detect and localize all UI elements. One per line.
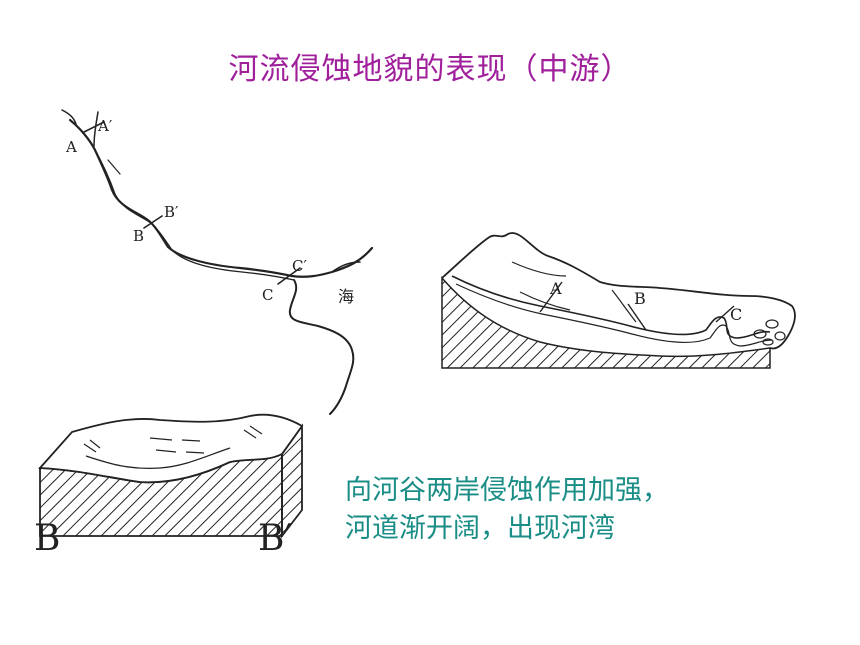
section-line-a [83,121,105,133]
delta-islet-3 [774,331,786,341]
coastline [288,279,355,415]
map-label-c: C [262,286,273,304]
map-label-sea: 海 [338,287,354,306]
section-top-surface [38,413,304,484]
delta-islet-2 [765,319,779,329]
relief-label-b: B [634,289,646,308]
page-title: 河流侵蚀地貌的表现（中游） [228,52,632,87]
section-label-b: B [34,518,60,559]
relief-outline [441,232,796,350]
relief-river [451,275,771,339]
coastline-upper [331,261,361,273]
relief-label-a: A [549,279,562,298]
relief-ridge-2 [519,291,571,311]
relief-section-a [539,281,563,313]
map-label-a-prime: A′ [97,117,113,135]
delta-islet-1 [753,329,767,339]
map-label-b-prime: B′ [164,203,179,221]
section-hill-marks [83,425,263,453]
section-valley-floor [85,447,231,470]
cross-section-block [38,413,304,539]
caption-line-1: 向河谷两岸侵蚀作用加强， [345,475,669,506]
map-label-c-prime: C′ [292,257,307,275]
caption-line-2: 河道渐开阔，出现河湾 [345,513,615,544]
relief-label-c: C [730,305,742,324]
relief-section-b [627,303,647,331]
river-upper-channel [68,118,374,278]
relief-ridge-3 [611,289,637,323]
river-upper-bank [94,149,295,281]
section-label-b-prime: B′ [258,518,293,559]
relief-ridge-1 [511,261,567,277]
relief-river-bank [455,283,773,347]
map-label-a: A [65,138,77,156]
river-map [61,109,374,415]
relief-section-c [715,305,735,323]
river-tributary-2 [93,111,99,147]
section-line-b [143,215,163,229]
relief-block [441,232,796,369]
caption: 向河谷两岸侵蚀作用加强， 河道渐开阔，出现河湾 [345,472,669,548]
section-line-c [277,267,301,285]
river-tributary-1 [61,109,77,125]
relief-front-face [441,276,771,369]
delta-islet-4 [762,338,774,346]
map-label-b: B [133,227,144,245]
river-tributary-3 [107,159,121,175]
section-water-lines [149,437,205,454]
